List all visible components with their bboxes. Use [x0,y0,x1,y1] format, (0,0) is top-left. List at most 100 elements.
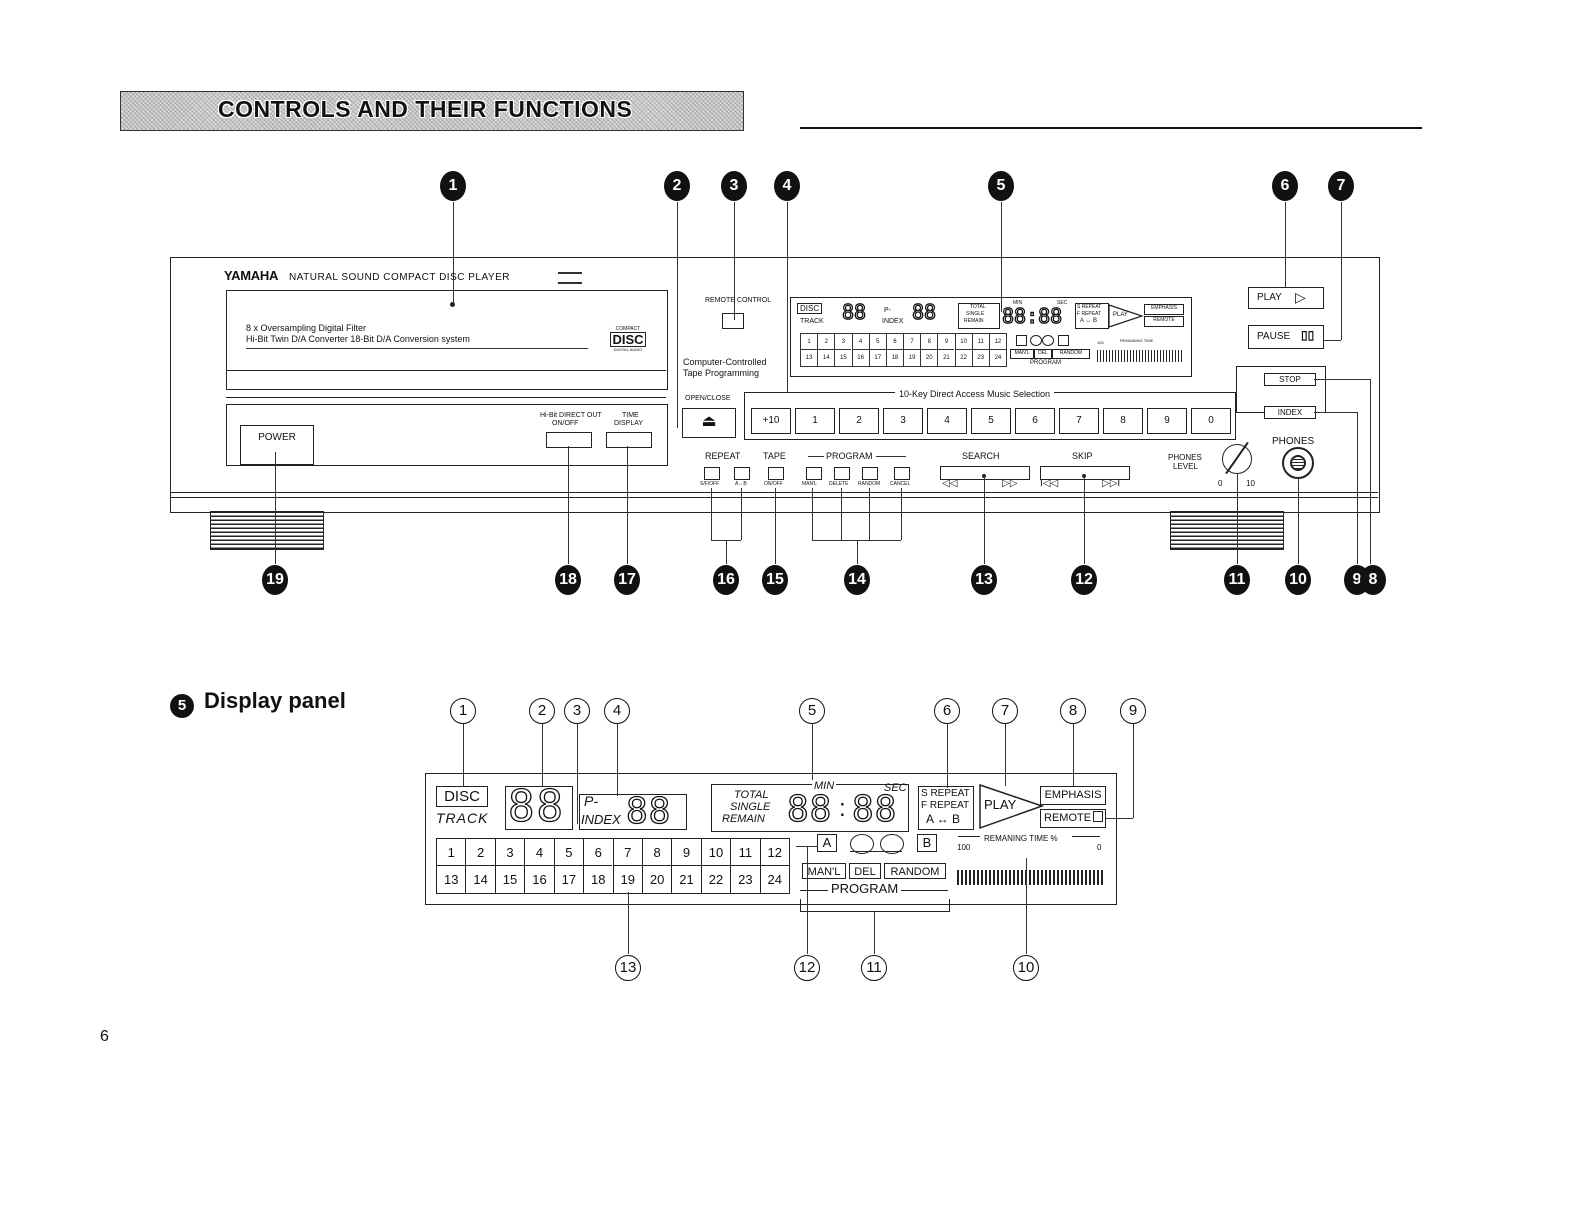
mini-total: TOTAL [970,304,986,310]
track-number-cell: 15 [494,866,524,893]
ten-key-plus10[interactable]: +10 [751,408,791,434]
program-rule-l [808,456,824,457]
mini-track-digits: 88 [841,299,867,324]
mini-track-cell: 19 [903,350,920,366]
ten-key-2[interactable]: 2 [839,408,879,434]
callout-8: 8 [1360,565,1386,595]
chassis-line-2 [170,497,1378,498]
display-panel [425,773,1117,905]
track-number-cell: 9 [671,839,701,866]
spec-underline [246,348,588,349]
level-min: 0 [1218,479,1223,488]
lbl-random: RANDOM [858,481,881,487]
mini-track-cell: 22 [954,350,972,366]
disp-pct-100: 100 [957,843,971,852]
disp-callout-5: 5 [799,698,825,724]
spec-line-2: Hi-Bit Twin D/A Converter 18-Bit D/A Con… [246,334,470,344]
track-number-cell: 23 [730,866,759,893]
ten-key-9[interactable]: 9 [1147,408,1187,434]
track-number-cell: 6 [583,839,613,866]
callout-6: 6 [1272,171,1298,201]
ten-key-0[interactable]: 0 [1191,408,1231,434]
ten-key-4[interactable]: 4 [927,408,967,434]
repeat-sf-button[interactable] [704,467,720,480]
ten-key-6[interactable]: 6 [1015,408,1055,434]
program-manl-button[interactable] [806,467,822,480]
leader-15 [775,488,776,564]
power-label: POWER [258,432,296,443]
page-number: 6 [100,1028,109,1045]
mini-single: SINGLE [966,311,985,317]
ten-key-8[interactable]: 8 [1103,408,1143,434]
repeat-ab-button[interactable] [734,467,750,480]
disp-b-box: B [917,834,937,852]
callout-11: 11 [1224,565,1250,595]
stop-button[interactable]: STOP [1264,373,1316,386]
index-button[interactable]: INDEX [1264,406,1316,419]
tape-onoff-button[interactable] [768,467,784,480]
time-display-label: TIME [622,412,639,419]
mini-ab: A ↔ B [1080,318,1098,324]
lower-left-panel [226,404,668,466]
skip-label: SKIP [1072,451,1093,461]
disp-single: SINGLE [730,801,771,813]
search-back-icon[interactable]: ◁◁ [942,478,958,489]
mini-track-cell: 23 [971,350,989,366]
phones-level-knob[interactable] [1222,441,1252,475]
disp-callout-6: 6 [934,698,960,724]
pause-button[interactable]: PAUSE ▯▯ [1248,325,1324,349]
leader-8 [1370,379,1371,564]
ten-key-7[interactable]: 7 [1059,408,1099,434]
leader-4 [787,202,788,392]
mini-p: P- [884,307,891,314]
disp-play-triangle [979,783,1045,830]
disc-tray[interactable] [226,290,668,390]
ten-key-1[interactable]: 1 [795,408,835,434]
mini-track-cell: 11 [971,334,989,350]
callout-5: 5 [988,171,1014,201]
mini-f-repeat: F REPEAT [1077,311,1102,317]
open-close-button[interactable]: ⏏ [682,408,736,438]
ten-key-5[interactable]: 5 [971,408,1011,434]
mini-s-repeat: S REPEAT [1077,304,1102,310]
track-number-cell: 10 [700,839,731,866]
disp-manl: MAN'L [802,863,846,879]
mini-track-cell: 18 [885,350,903,366]
disp-leader-3 [577,724,578,824]
play-button[interactable]: PLAY ▷ [1248,287,1324,309]
skip-bar[interactable] [1040,466,1130,480]
ten-key-3[interactable]: 3 [883,408,923,434]
disp-leader-12-h [796,846,817,847]
search-bar[interactable] [940,466,1030,480]
skip-fwd-icon[interactable]: ▷▷I [1102,478,1121,489]
disp-play: PLAY [984,797,1017,812]
display-panel-title: Display panel [204,688,346,713]
mini-index: INDEX [882,318,904,325]
leader-19 [275,452,276,564]
track-number-cell: 7 [612,839,642,866]
phones-jack[interactable] [1282,447,1314,479]
mini-track: TRACK [800,318,824,325]
disp-reel-left-icon [850,834,874,854]
disp-random: RANDOM [884,863,946,879]
mini-manl: MAN'L [1010,349,1034,359]
remote-sensor [722,313,744,329]
mini-disc: DISC [797,303,823,314]
program-rule-r [876,456,906,457]
skip-back-icon[interactable]: I◁◁ [1040,478,1059,489]
mini-track-cell: 10 [954,334,972,350]
program-delete-button[interactable] [834,467,850,480]
program-cancel-button[interactable] [894,467,910,480]
disp-callout-2: 2 [529,698,555,724]
pause-icon: ▯▯ [1301,328,1315,342]
lbl-delete: DELETE [829,481,849,487]
mini-track-cell: 5 [868,334,886,350]
time-display-button[interactable] [606,432,652,448]
search-fwd-icon[interactable]: ▷▷ [1002,478,1018,489]
open-close-label: OPEN/CLOSE [685,395,731,402]
disp-emphasis: EMPHASIS [1040,786,1106,805]
direct-out-button[interactable] [546,432,592,448]
program-random-button[interactable] [862,467,878,480]
power-button[interactable]: POWER [240,425,314,465]
